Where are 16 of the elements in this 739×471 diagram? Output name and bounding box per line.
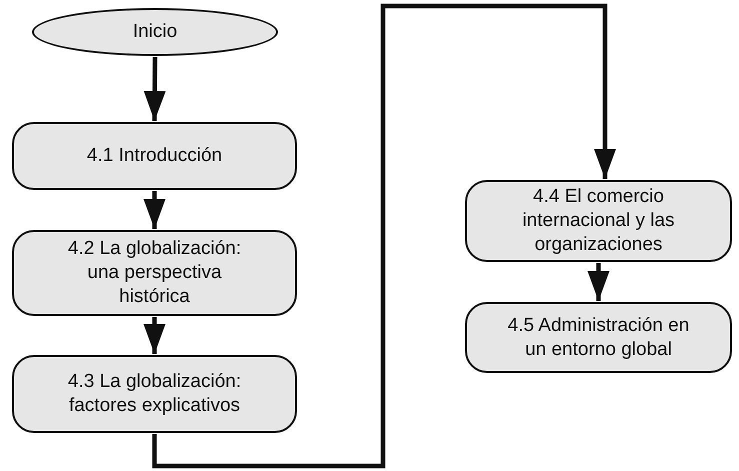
process-box [12,355,297,433]
arrow [144,317,166,354]
process-box [465,302,732,373]
arrow [152,4,616,468]
process-box [465,180,732,262]
arrow [144,191,166,229]
node-label: 4.5 Administración en un entorno global [506,314,690,362]
node-label: 4.4 El comercio internacional y las organizaciones [521,185,676,257]
node-label: 4.1 Introducción [86,144,222,168]
process-box [12,230,297,316]
node-label: 4.3 La globalización: factores explicativos [66,370,242,418]
process-box [12,122,297,190]
node-label: Inicio [132,20,178,44]
node-label: 4.2 La globalización: una perspectiva histórica [66,237,242,309]
arrow [588,263,610,301]
arrow [144,56,166,122]
